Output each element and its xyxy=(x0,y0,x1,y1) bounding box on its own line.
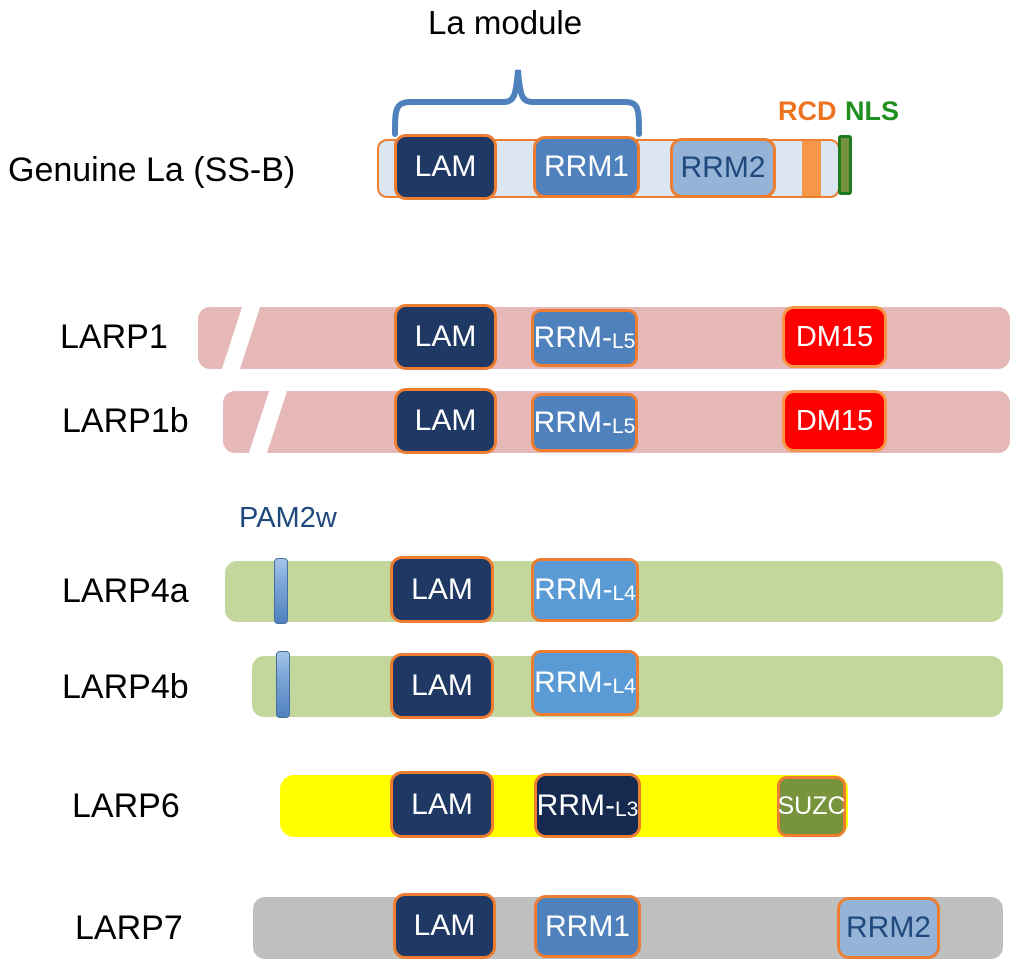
rcd-domain xyxy=(802,141,821,196)
domain-lam: LAM xyxy=(394,304,497,370)
domain-lam: LAM xyxy=(393,893,496,959)
domain-rrm-l4: RRM-L4 xyxy=(531,558,639,622)
domain-rrm1: RRM1 xyxy=(534,895,641,958)
pam2w-domain xyxy=(274,558,288,624)
la-module-title: La module xyxy=(428,4,583,41)
row-label-larp1: LARP1 xyxy=(60,318,168,356)
domain-rrm2: RRM2 xyxy=(670,138,776,198)
domain-lam: LAM xyxy=(394,388,497,454)
domain-rrm-l3: RRM-L3 xyxy=(534,773,641,838)
domain-lam: LAM xyxy=(390,771,494,838)
domain-lam: LAM xyxy=(390,556,494,623)
nls-domain xyxy=(838,135,852,195)
domain-rrm-l4: RRM-L4 xyxy=(531,650,639,716)
row-label-genuine-la: Genuine La (SS-B) xyxy=(8,151,296,189)
row-label-larp4a: LARP4a xyxy=(62,572,189,610)
row-label-larp1b: LARP1b xyxy=(62,402,189,440)
la-module-brace-icon xyxy=(392,69,642,137)
domain-lam: LAM xyxy=(390,653,494,719)
domain-rrm1: RRM1 xyxy=(533,136,640,198)
domain-dm15: DM15 xyxy=(782,306,887,368)
rcd-label: RCD xyxy=(778,96,837,126)
domain-rrm-l5: RRM-L5 xyxy=(531,393,638,452)
domain-lam: LAM xyxy=(394,134,497,200)
domain-suzc: SUZC xyxy=(777,776,846,837)
pam2w-label: PAM2w xyxy=(239,502,337,534)
pam2w-domain xyxy=(276,651,290,718)
row-label-larp4b: LARP4b xyxy=(62,668,189,706)
row-label-larp6: LARP6 xyxy=(72,787,180,825)
domain-rrm-l5: RRM-L5 xyxy=(531,309,638,367)
nls-label: NLS xyxy=(845,96,899,126)
domain-dm15: DM15 xyxy=(782,390,887,452)
row-label-larp7: LARP7 xyxy=(75,909,183,947)
domain-rrm2: RRM2 xyxy=(837,897,940,959)
